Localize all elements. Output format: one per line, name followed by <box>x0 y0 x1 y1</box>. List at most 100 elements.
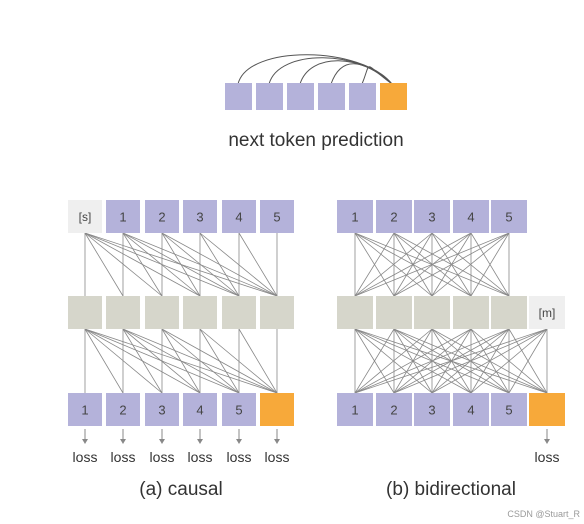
bi-attention-line <box>354 328 433 394</box>
causal-input-token <box>222 200 256 233</box>
loss-arrow-head <box>159 439 165 444</box>
bidirectional-caption: (b) bidirectional <box>386 479 516 500</box>
bi-attention-line <box>470 328 548 394</box>
top-token-row <box>225 83 407 110</box>
bi-input-token <box>337 200 373 233</box>
causal-attention-lines <box>84 232 278 394</box>
predicted-token-box <box>380 83 407 110</box>
causal-attention-line <box>161 328 278 394</box>
causal-hidden-node <box>106 296 140 329</box>
loss-arrow-head <box>236 439 242 444</box>
bi-input-token-label: 5 <box>505 210 512 225</box>
start-token-label: [s] <box>79 210 92 224</box>
bi-output-token <box>376 393 412 426</box>
bi-attention-line <box>354 232 472 297</box>
context-token-box <box>287 83 314 110</box>
causal-attention-line <box>84 232 201 297</box>
causal-output-token-label: 2 <box>119 403 126 418</box>
bi-predicted-token <box>529 393 565 426</box>
causal-output-token <box>145 393 179 426</box>
bi-output-token-label: 1 <box>351 403 358 418</box>
loss-label: loss <box>227 449 252 465</box>
loss-arrow-head <box>544 439 550 444</box>
loss-label: loss <box>535 449 560 465</box>
bi-hidden-node <box>376 296 412 329</box>
prediction-arc <box>361 66 393 85</box>
causal-attention-line <box>199 232 278 297</box>
causal-input-token-label: 3 <box>196 210 203 225</box>
prediction-arc <box>330 63 393 85</box>
loss-arrow-head <box>274 439 280 444</box>
causal-attention-line <box>84 328 163 394</box>
bi-hidden-node <box>337 296 373 329</box>
loss-label: loss <box>111 449 136 465</box>
bi-input-token-label: 3 <box>428 210 435 225</box>
causal-attention-line <box>84 232 124 297</box>
causal-hidden-node <box>222 296 256 329</box>
mask-token-box <box>529 296 565 329</box>
causal-attention-line <box>199 328 278 394</box>
bi-hidden-node <box>414 296 450 329</box>
causal-attention-line <box>161 232 278 297</box>
bi-input-token-label: 4 <box>467 210 474 225</box>
causal-attention-line <box>84 232 163 297</box>
bi-input-token <box>414 200 450 233</box>
loss-arrow-head <box>197 439 203 444</box>
causal-attention-line <box>238 232 278 297</box>
bi-output-token-label: 3 <box>428 403 435 418</box>
causal-attention-line <box>122 232 278 297</box>
bi-attention-line <box>508 328 548 394</box>
causal-predicted-token <box>260 393 294 426</box>
causal-output-token <box>68 393 102 426</box>
mask-token-label: [m] <box>539 306 556 320</box>
top-caption: next token prediction <box>228 130 403 151</box>
context-token-box <box>318 83 345 110</box>
bi-attention-line <box>354 328 395 394</box>
bi-output-token <box>337 393 373 426</box>
causal-output-token <box>183 393 217 426</box>
causal-hidden-node <box>145 296 179 329</box>
causal-output-token-label: 3 <box>158 403 165 418</box>
causal-hidden-row <box>68 296 294 329</box>
start-token-box <box>68 200 102 233</box>
bi-attention-line <box>354 232 433 297</box>
causal-input-token <box>106 200 140 233</box>
causal-attention-line <box>84 328 240 394</box>
loss-arrow-head <box>120 439 126 444</box>
bidirectional-hidden-row: [m] <box>337 296 565 329</box>
bi-attention-line <box>354 328 510 394</box>
causal-attention-line <box>238 328 278 394</box>
bi-output-token <box>453 393 489 426</box>
bi-attention-line <box>354 232 510 297</box>
bi-attention-line <box>354 328 548 394</box>
loss-label: loss <box>73 449 98 465</box>
causal-input-token-label: 4 <box>235 210 242 225</box>
loss-label: loss <box>265 449 290 465</box>
prediction-arc <box>237 54 393 85</box>
bi-attention-line <box>470 232 510 297</box>
bi-output-token <box>414 393 450 426</box>
causal-input-token-label: 2 <box>158 210 165 225</box>
causal-input-token-label: 1 <box>119 210 126 225</box>
loss-arrow-head <box>82 439 88 444</box>
bi-input-token-label: 1 <box>351 210 358 225</box>
context-token-box <box>349 83 376 110</box>
context-token-box <box>256 83 283 110</box>
causal-attention-line <box>84 232 240 297</box>
causal-attention-line <box>122 328 278 394</box>
bi-output-token <box>491 393 527 426</box>
bi-hidden-node <box>453 296 489 329</box>
causal-input-token <box>145 200 179 233</box>
causal-hidden-node <box>260 296 294 329</box>
causal-output-token-label: 1 <box>81 403 88 418</box>
bidirectional-loss: loss <box>535 429 560 465</box>
bi-attention-line <box>354 328 472 394</box>
causal-output-token <box>106 393 140 426</box>
causal-hidden-node <box>68 296 102 329</box>
context-token-box <box>225 83 252 110</box>
causal-output-token <box>222 393 256 426</box>
